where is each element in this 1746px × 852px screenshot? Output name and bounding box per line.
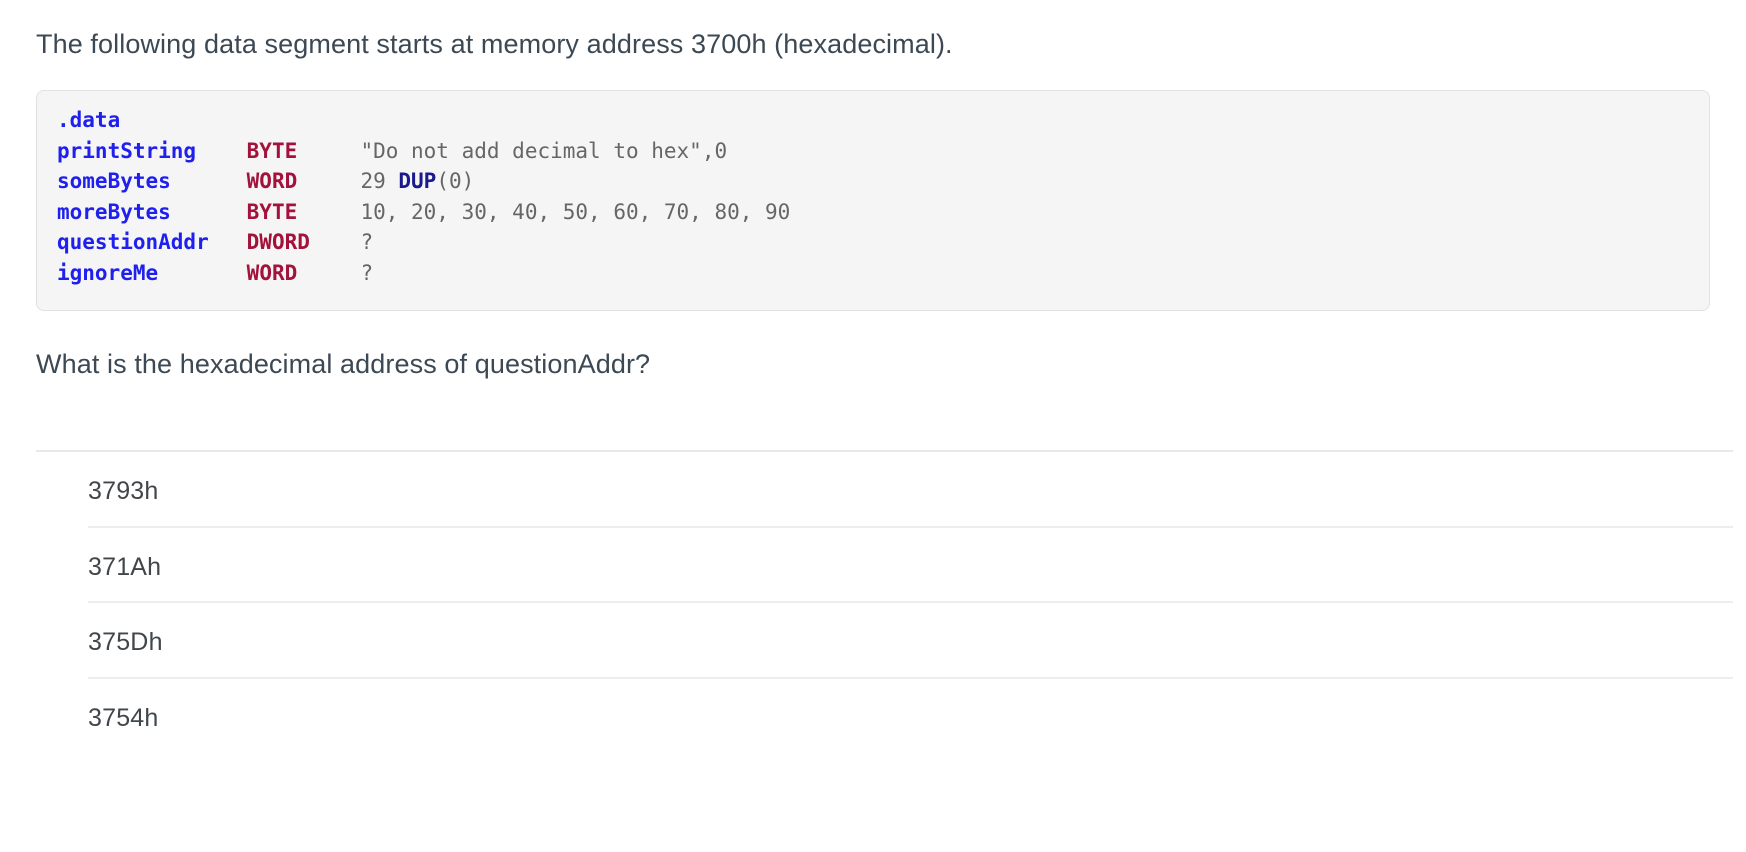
code-gap [158,261,247,285]
code-line: printString BYTE "Do not add decimal to … [57,136,1709,167]
intro-text: The following data segment starts at mem… [36,29,953,59]
answer-option-label: 3793h [88,477,159,505]
code-gap [297,139,360,163]
code-label: questionAddr [57,230,209,254]
code-line: questionAddr DWORD ? [57,227,1709,258]
answer-option-label: 371Ah [88,552,162,581]
code-label: someBytes [57,169,171,193]
code-type: BYTE [246,138,298,163]
answer-divider [88,676,1733,679]
answer-divider [88,601,1733,603]
answer-option-label: 375Dh [88,628,163,656]
answer-option-4[interactable]: 3754h [36,676,1733,753]
code-gap [310,230,361,254]
code-gap [297,261,360,285]
answer-divider [36,450,1733,452]
code-label: moreBytes [57,199,171,224]
code-type: WORD [246,169,298,193]
code-keyword-dup: DUP [398,169,437,193]
code-gap [297,169,360,193]
answer-option-2[interactable]: 371Ah [36,525,1733,602]
code-value: "Do not add decimal to hex",0 [360,138,728,163]
code-value-count: 29 [360,169,399,193]
code-label: printString [57,138,197,163]
question-text: What is the hexadecimal address of quest… [36,349,651,379]
code-line: someBytes WORD 29 DUP(0) [57,166,1709,197]
code-type: WORD [246,260,298,285]
answer-divider [88,525,1733,528]
code-directive: .data [57,108,121,132]
code-gap [171,169,247,193]
code-value: 10, 20, 30, 40, 50, 60, 70, 80, 90 [360,199,791,224]
code-value: ? [360,230,374,254]
code-gap [209,230,247,254]
answer-option-1[interactable]: 3793h [36,450,1733,526]
code-gap [196,139,247,163]
answer-option-3[interactable]: 375Dh [36,601,1733,677]
code-value: ? [360,260,374,285]
code-value-paren: (0) [436,169,475,193]
code-block: .data printString BYTE "Do not add decim… [36,90,1710,311]
code-type: BYTE [246,199,298,224]
code-label: ignoreMe [57,260,159,285]
answer-option-label: 3754h [88,703,159,732]
code-type: DWORD [246,230,310,254]
code-line: ignoreMe WORD ? [57,258,1709,289]
code-gap [297,200,360,224]
answer-options-list: 3793h 371Ah 375Dh 3754h [36,450,1733,752]
code-line: .data [57,105,1709,136]
code-gap [171,200,247,224]
code-line: moreBytes BYTE 10, 20, 30, 40, 50, 60, 7… [57,197,1709,228]
